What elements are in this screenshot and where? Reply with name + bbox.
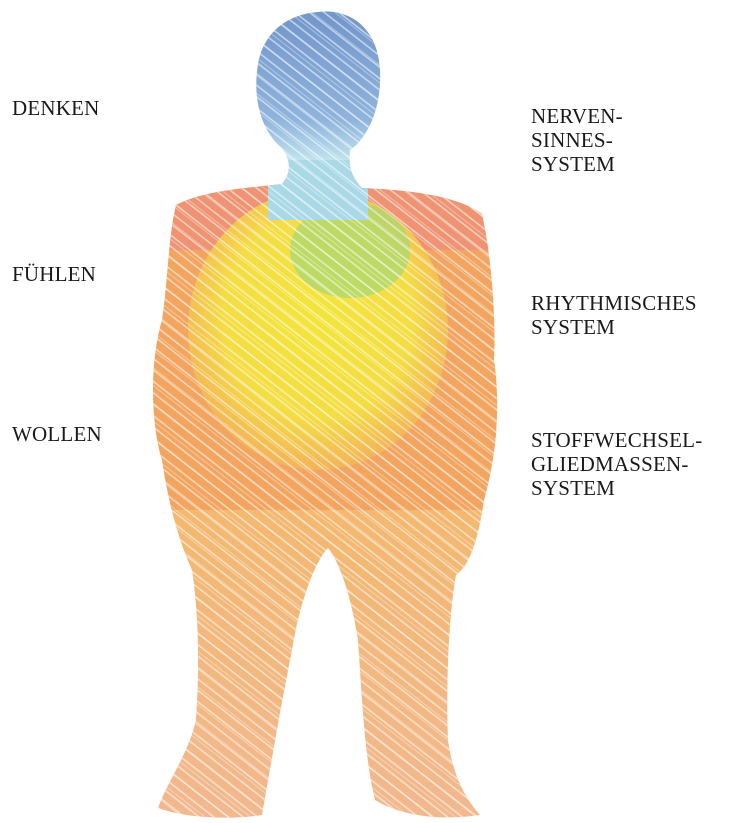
label-line: SYSTEM — [531, 476, 702, 500]
label-line: GLIEDMASSEN- — [531, 452, 702, 476]
label-line: SYSTEM — [531, 152, 623, 176]
label-line: RHYTHMISCHES — [531, 291, 697, 315]
label-line: NERVEN- — [531, 104, 623, 128]
label-wollen: WOLLEN — [12, 422, 102, 446]
label-stoffwechsel-gliedmassen-system: STOFFWECHSEL- GLIEDMASSEN- SYSTEM — [531, 428, 702, 500]
label-line: STOFFWECHSEL- — [531, 428, 702, 452]
label-rhythmisches-system: RHYTHMISCHES SYSTEM — [531, 291, 697, 339]
label-nerven-sinnes-system: NERVEN- SINNES- SYSTEM — [531, 104, 623, 176]
label-denken: DENKEN — [12, 96, 100, 120]
label-line: SYSTEM — [531, 315, 697, 339]
label-line: SINNES- — [531, 128, 623, 152]
pencil-hatching-fine — [140, 0, 520, 823]
human-figure — [140, 0, 520, 823]
label-fuehlen: FÜHLEN — [12, 262, 96, 286]
